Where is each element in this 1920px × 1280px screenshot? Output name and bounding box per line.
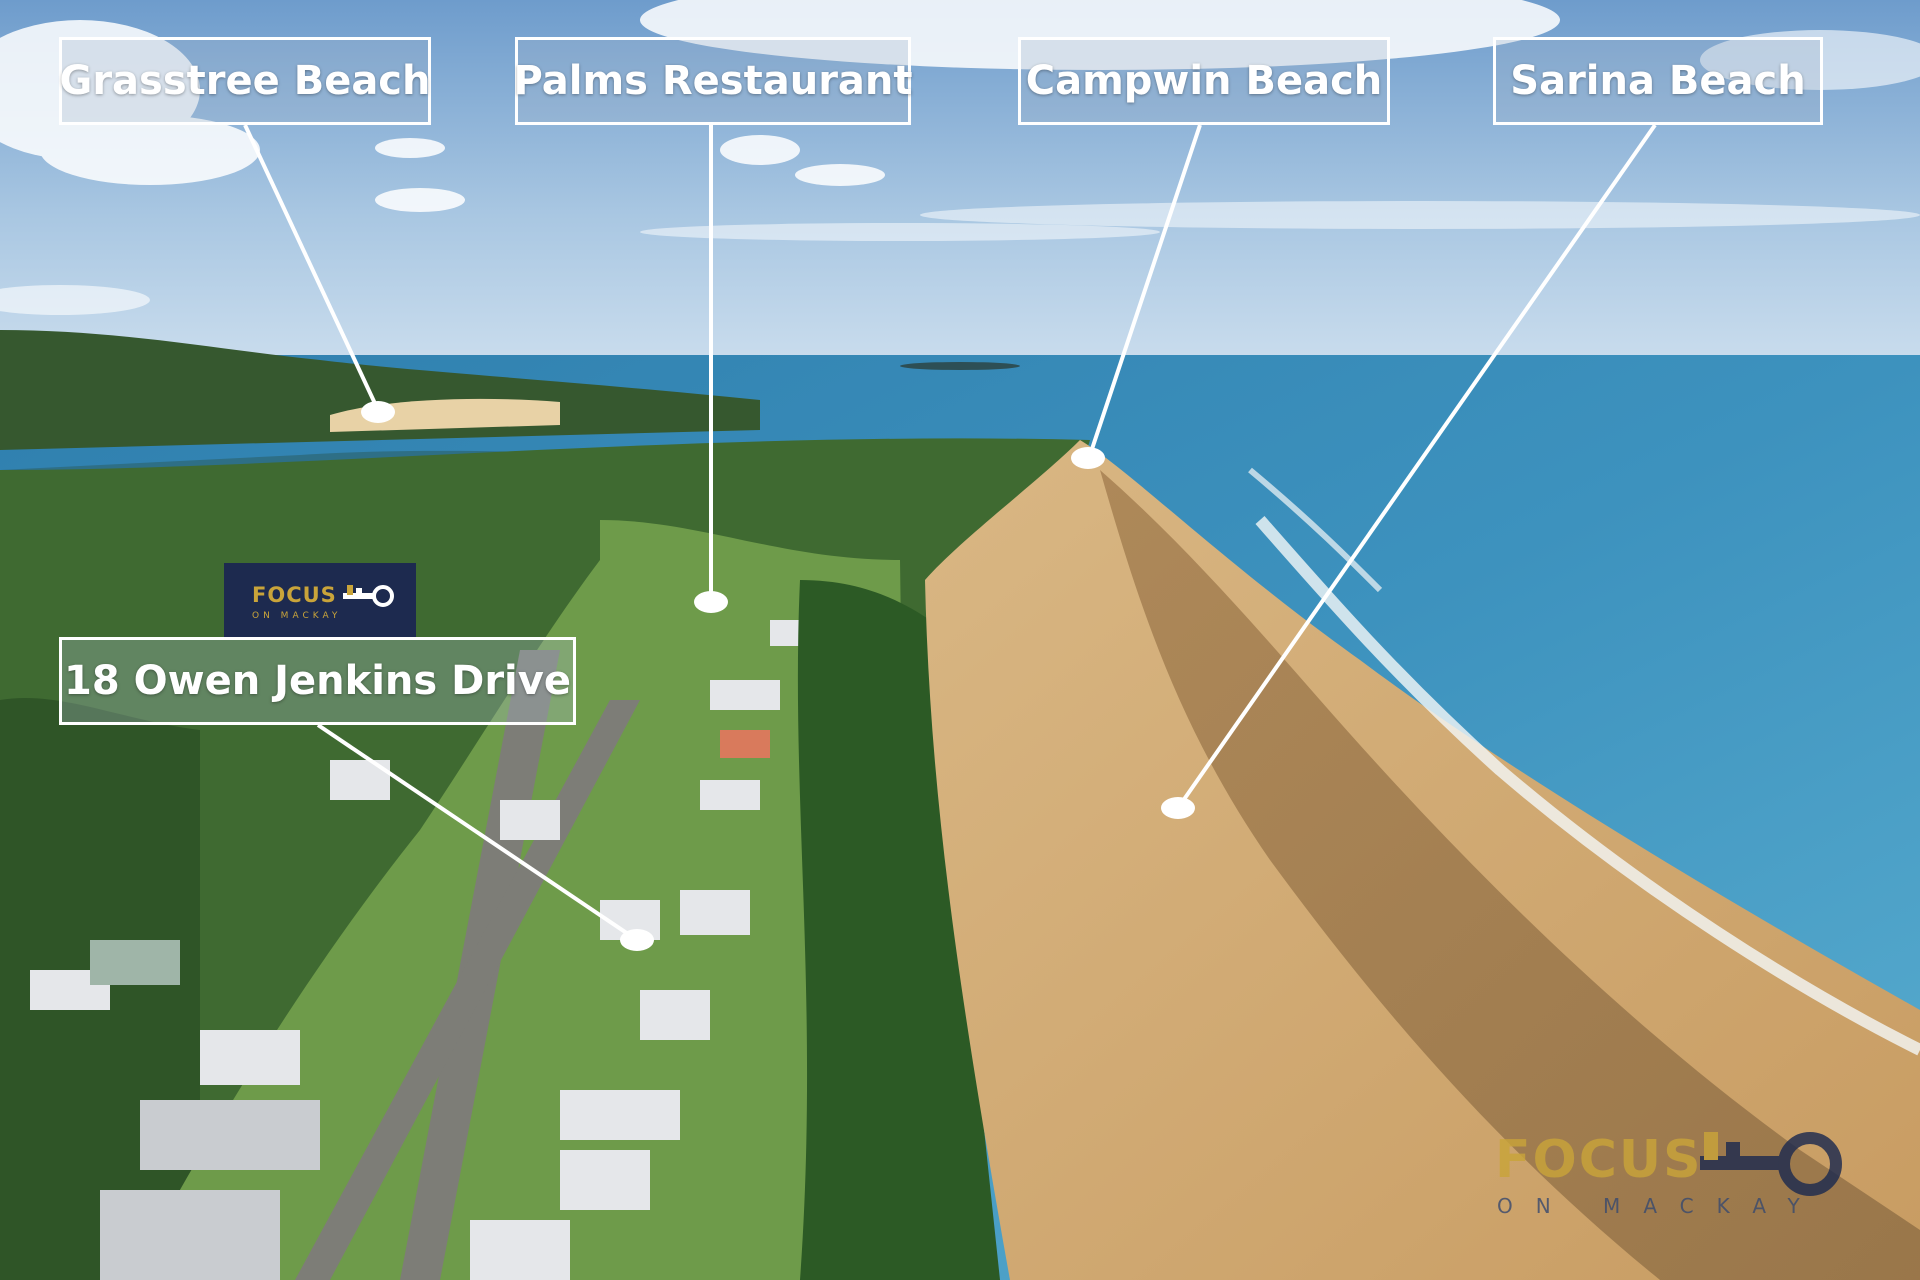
logo-large-sub-text: ON MACKAY — [1497, 1194, 1823, 1218]
headland — [0, 330, 760, 450]
logo-brand-text: FOCUS — [252, 582, 337, 607]
key-icon — [342, 584, 394, 607]
dot-sarina — [1161, 797, 1195, 819]
surf — [1255, 516, 1920, 1056]
callout-lines — [243, 123, 1657, 942]
label-palms-restaurant: Palms Restaurant — [514, 37, 913, 125]
tree-line — [797, 580, 1000, 1280]
logo-large-brand-text: FOCUS — [1495, 1130, 1703, 1190]
key-icon-large — [1700, 1132, 1842, 1196]
label-grasstree-beach: Grasstree Beach — [59, 37, 431, 125]
brand-logo-small: FOCUS ON MACKAY — [224, 563, 416, 637]
label-campwin-beach: Campwin Beach — [1018, 37, 1390, 125]
dot-palms — [694, 591, 728, 613]
brand-logo-large: FOCUS ON MACKAY — [1495, 1122, 1850, 1218]
callout-dots — [361, 401, 1195, 951]
label-address: 18 Owen Jenkins Drive — [59, 637, 576, 725]
dot-address — [620, 929, 654, 951]
dot-campwin — [1071, 447, 1105, 469]
dot-grasstree — [361, 401, 395, 423]
label-sarina-beach: Sarina Beach — [1493, 37, 1823, 125]
wet-sand — [1100, 470, 1920, 1280]
logo-sub-text: ON MACKAY — [252, 610, 342, 621]
